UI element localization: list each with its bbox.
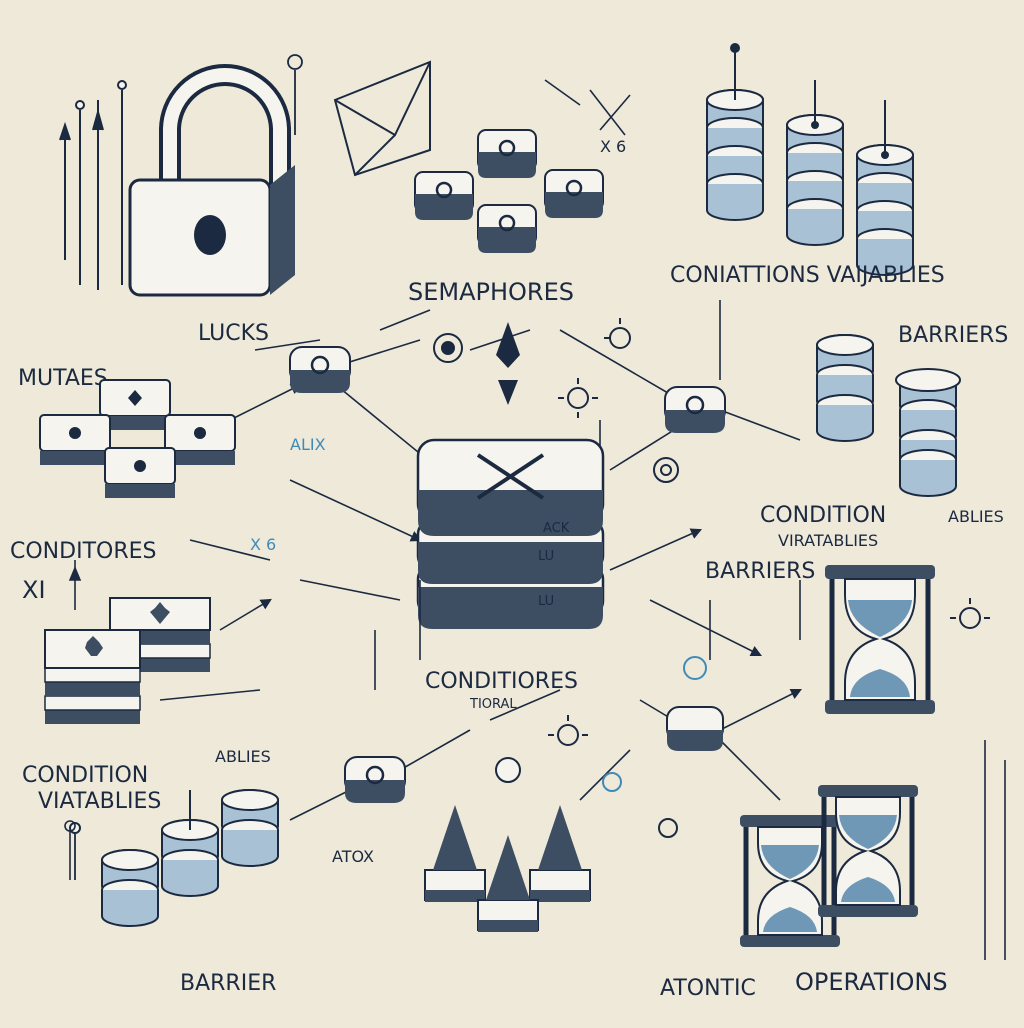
label-mutexes: MUTAES xyxy=(18,366,108,391)
node-key-cube xyxy=(344,756,406,803)
label-scribble: ALIX xyxy=(290,435,326,454)
key-cube-group-top xyxy=(414,129,604,253)
padlock-icon xyxy=(128,64,295,297)
node-group xyxy=(289,346,726,803)
node-key-cube xyxy=(289,346,351,393)
gear-icon xyxy=(433,318,990,838)
key-cube-icon xyxy=(414,171,474,220)
hourglass-icon xyxy=(825,565,935,714)
label-operations: OPERATIONS xyxy=(795,968,948,996)
key-cube-icon xyxy=(104,447,176,498)
node-key-cube xyxy=(666,706,724,751)
database-stack-group-right xyxy=(816,334,961,497)
label-condition-left-low-sub: VIATABLIES xyxy=(38,789,161,814)
key-cube-icon xyxy=(544,169,604,218)
database-stack-group-top xyxy=(706,43,914,276)
label-condition-right-sub: VIRATABLIES xyxy=(778,531,878,550)
key-cube-icon xyxy=(99,379,171,430)
diamond-arrow-icon xyxy=(496,322,520,405)
envelope-icon xyxy=(333,60,431,177)
database-stack-icon xyxy=(221,789,279,867)
label-conditiones-center-sub: TIORAL xyxy=(469,697,517,712)
layered-card-stack xyxy=(44,597,211,724)
pyramid-block-group xyxy=(424,805,591,932)
pin-icon xyxy=(59,80,127,290)
top-scribble-text: X 6 xyxy=(600,137,626,156)
label-locks: LUCKS xyxy=(198,321,269,346)
label-condition-left-low: CONDITION xyxy=(22,763,148,788)
key-cube-icon xyxy=(477,204,537,253)
label-barriers-mid: BARRIERS xyxy=(705,559,815,584)
label-ablies-right: ABLIES xyxy=(948,507,1004,526)
node-key-cube xyxy=(664,386,726,433)
label-scribble-2: X 6 xyxy=(250,535,276,554)
database-stack-icon xyxy=(786,80,844,246)
hourglass-icon xyxy=(818,785,918,917)
key-cube-icon xyxy=(39,414,111,465)
key-cube-icon xyxy=(164,414,236,465)
key-cube-icon: ACK xyxy=(416,438,605,536)
pin-icon xyxy=(64,560,1006,960)
label-barrier: BARRIER xyxy=(180,971,276,996)
key-cube-icon xyxy=(477,129,537,178)
label-condition-variables-top: CONIATTIONS VAIJABLIES xyxy=(670,263,945,288)
database-stack-icon xyxy=(816,334,874,442)
label-xi-mark: XI xyxy=(22,576,46,604)
pin-icon xyxy=(287,54,303,135)
mutex-cube-group xyxy=(39,379,236,498)
label-condition-right: CONDITION xyxy=(760,503,886,528)
label-conditions-left: CONDITORES xyxy=(10,539,156,564)
database-stack-icon xyxy=(69,822,159,927)
label-conditiones-center: CONDITIORES xyxy=(425,669,578,694)
center-block-label-3: LU xyxy=(538,594,554,609)
center-block-label-2: LU xyxy=(538,549,554,564)
label-atox: ATOX xyxy=(332,847,374,866)
top-scribble xyxy=(544,79,631,136)
database-stack-icon xyxy=(161,790,219,897)
label-ablies-left: ABLIES xyxy=(215,747,271,766)
label-atomic: ATONTIC xyxy=(660,976,756,1001)
database-stack-icon xyxy=(895,368,961,497)
database-stack-group-bottom xyxy=(69,789,279,927)
database-stack-icon xyxy=(706,43,764,221)
central-block-stack: LU LU ACK xyxy=(416,438,605,629)
center-block-label-1: ACK xyxy=(543,521,570,536)
label-semaphores: SEMAPHORES xyxy=(408,278,574,306)
label-barriers-top: BARRIERS xyxy=(898,323,1008,348)
database-stack-icon xyxy=(856,100,914,276)
